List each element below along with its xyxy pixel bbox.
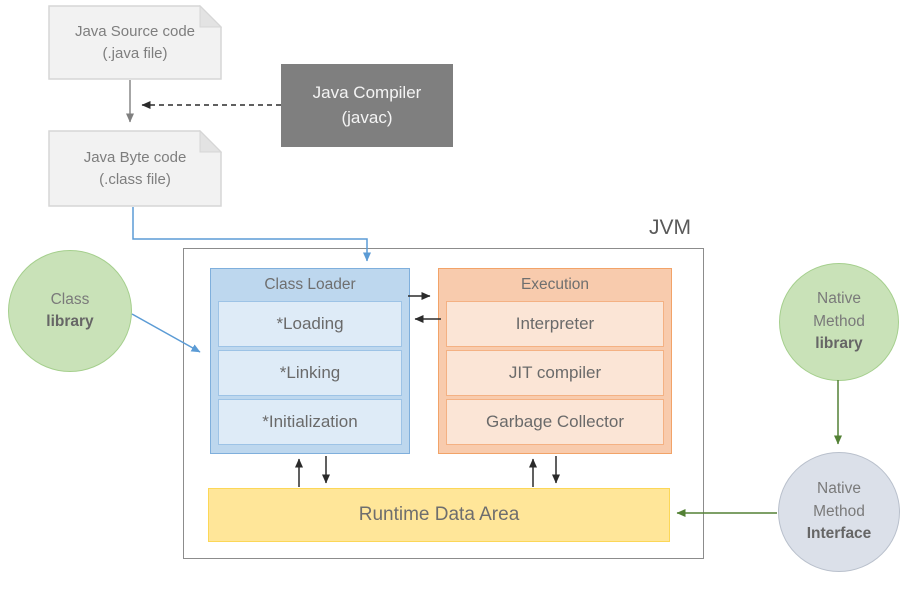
native-method-library-node: Native Method library (779, 263, 899, 381)
execution-garbage-collector: Garbage Collector (446, 399, 664, 445)
document-shape (48, 5, 222, 80)
java-bytecode-line1: Java Byte code (83, 149, 187, 166)
java-compiler-node: Java Compiler (javac) (281, 64, 453, 147)
execution-interpreter: Interpreter (446, 301, 664, 347)
class-loader-loading: *Loading (218, 301, 402, 347)
class-library-line1: Class (50, 290, 90, 308)
java-compiler-line2: (javac) (341, 107, 393, 127)
execution-title: Execution (520, 276, 590, 293)
execution-jit-compiler: JIT compiler (446, 350, 664, 396)
native-library-line2: Method (813, 312, 865, 330)
java-compiler-line1: Java Compiler (312, 83, 422, 103)
execution-engine-group: Execution Interpreter JIT compiler Garba… (438, 268, 672, 454)
java-bytecode-node: Java Byte code (.class file) (48, 130, 222, 207)
class-loader-title: Class Loader (264, 276, 356, 293)
native-library-line3: library (815, 335, 863, 353)
class-loader-linking: *Linking (218, 350, 402, 396)
runtime-data-area-node: Runtime Data Area (208, 488, 670, 542)
java-source-line2: (.java file) (102, 44, 168, 62)
jvm-label: JVM (649, 216, 691, 239)
native-interface-line3: Interface (806, 525, 872, 543)
class-loader-group: Class Loader *Loading *Linking *Initiali… (210, 268, 410, 454)
java-bytecode-line2: (.class file) (99, 170, 171, 188)
native-method-interface-node: Native Method Interface (778, 452, 900, 572)
class-library-line2: library (46, 313, 94, 330)
class-loader-initialization: *Initialization (218, 399, 402, 445)
native-interface-line1: Native (817, 480, 861, 498)
document-shape (48, 130, 222, 207)
class-library-node: Class library (8, 250, 132, 372)
native-library-line1: Native (817, 290, 861, 308)
native-interface-line2: Method (813, 502, 865, 520)
java-source-code-node: Java Source code (.java file) (48, 5, 222, 80)
java-source-line1: Java Source code (74, 23, 196, 40)
